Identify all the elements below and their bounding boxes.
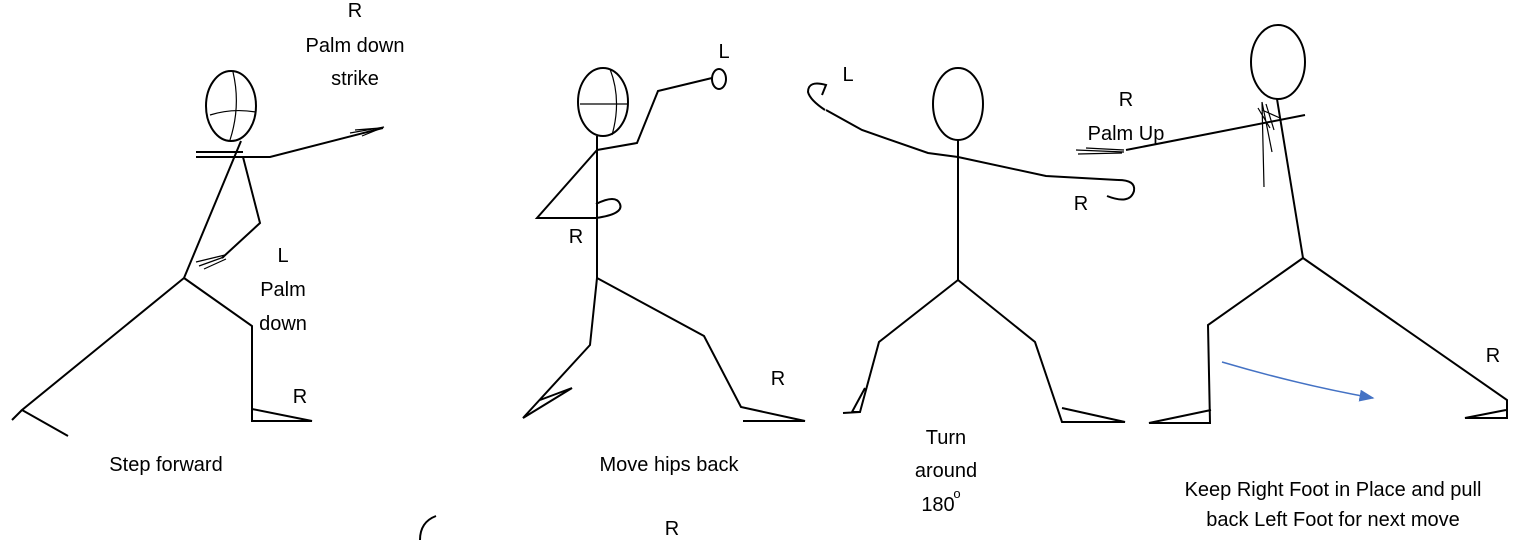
caption-3a: Turn bbox=[926, 427, 966, 449]
left-arm-1 bbox=[221, 156, 262, 259]
left-leg-2 bbox=[522, 277, 598, 419]
stick-figure-1 bbox=[11, 70, 385, 437]
stick-figure-2 bbox=[522, 67, 806, 422]
torso-4 bbox=[1276, 98, 1304, 259]
right-arm-1 bbox=[196, 127, 384, 158]
head-4 bbox=[1250, 24, 1306, 100]
right-hand-label-4b: Palm Up bbox=[1088, 123, 1165, 145]
left-hand-label-3: L bbox=[842, 64, 853, 86]
degree-symbol: o bbox=[953, 486, 960, 501]
figure-turn-around: L R Turn around 180 o bbox=[806, 64, 1136, 516]
right-hand-label-3: R bbox=[1074, 193, 1088, 215]
right-leg-4 bbox=[1302, 257, 1508, 419]
caption-1: Step forward bbox=[109, 454, 222, 476]
figure-move-hips-back: L R R Move hips back bbox=[522, 41, 806, 476]
right-hand-3 bbox=[1106, 179, 1136, 201]
head-lines-1 bbox=[209, 71, 257, 141]
caption-4a: Keep Right Foot in Place and pull bbox=[1185, 479, 1482, 501]
right-leg-2 bbox=[596, 277, 806, 422]
head-3 bbox=[932, 67, 984, 141]
partial-label: R bbox=[665, 518, 679, 540]
right-hand-2 bbox=[595, 198, 622, 219]
stick-figure-3 bbox=[806, 67, 1136, 423]
foot-label-2: R bbox=[771, 368, 785, 390]
left-arm-2 bbox=[596, 77, 713, 151]
right-hand-label-1c: strike bbox=[331, 68, 379, 90]
foot-label-1: R bbox=[293, 386, 307, 408]
pull-back-arrow bbox=[1221, 361, 1375, 402]
arm-4 bbox=[1125, 114, 1306, 151]
right-leg-1 bbox=[183, 277, 313, 422]
left-hand-3 bbox=[806, 82, 828, 111]
head-lines-2 bbox=[580, 68, 627, 136]
left-hand-2 bbox=[711, 68, 727, 90]
right-hand-1 bbox=[349, 126, 385, 137]
right-hand-label-1b: Palm down bbox=[306, 35, 405, 57]
right-arm-2 bbox=[534, 149, 598, 219]
partial-head bbox=[419, 515, 437, 540]
arms-3 bbox=[825, 109, 1119, 181]
caption-4b: back Left Foot for next move bbox=[1206, 509, 1459, 531]
right-hand-label-4a: R bbox=[1119, 89, 1133, 111]
left-hand-label-2: L bbox=[718, 41, 729, 63]
torso-1 bbox=[183, 140, 242, 279]
caption-3c: 180 bbox=[921, 494, 954, 516]
partial-next-figure: R bbox=[419, 515, 679, 540]
caption-3b: around bbox=[915, 460, 977, 482]
left-leg-1 bbox=[11, 277, 185, 437]
head-1 bbox=[205, 70, 257, 142]
left-hand-label-1b: Palm bbox=[260, 279, 306, 301]
left-hand-label-1a: L bbox=[277, 245, 288, 267]
caption-2: Move hips back bbox=[600, 454, 740, 476]
figure-step-forward: R Palm down strike L Palm down R Step fo… bbox=[11, 0, 405, 476]
stick-figure-4 bbox=[1075, 24, 1508, 424]
right-leg-3 bbox=[957, 279, 1126, 423]
left-hand-1 bbox=[195, 254, 227, 270]
left-hand-4 bbox=[1257, 101, 1281, 188]
head-2 bbox=[577, 67, 629, 137]
figure-keep-right-foot: R Palm Up R Keep Right Foot in Place and… bbox=[1075, 24, 1508, 531]
left-leg-3 bbox=[842, 279, 959, 414]
right-hand-label-2: R bbox=[569, 226, 583, 248]
right-hand-label-1a: R bbox=[348, 0, 362, 22]
left-leg-4 bbox=[1148, 257, 1304, 424]
foot-label-4: R bbox=[1486, 345, 1500, 367]
right-hand-4 bbox=[1075, 147, 1125, 155]
left-hand-label-1c: down bbox=[259, 313, 307, 335]
